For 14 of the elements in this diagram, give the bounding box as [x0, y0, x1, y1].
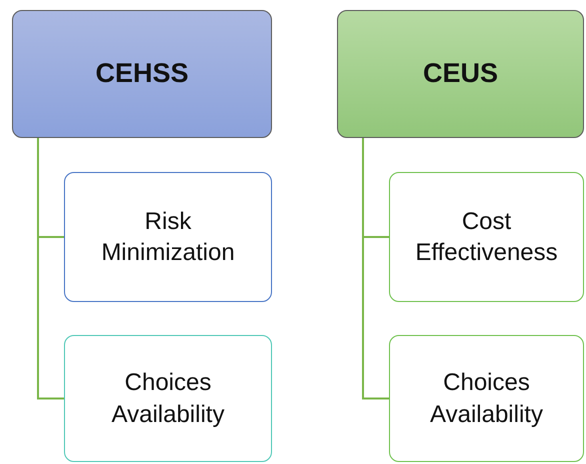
item-box: [64, 172, 272, 302]
header-label: CEHSS: [95, 57, 189, 90]
item-label: Cost Effectiveness: [414, 206, 559, 268]
connector-line: [362, 138, 389, 400]
item-label: Risk Minimization: [100, 206, 236, 268]
header-box: [12, 10, 272, 138]
header-box: [337, 10, 584, 138]
connector-line: [37, 138, 64, 400]
item-box: [389, 172, 584, 302]
item-box: [389, 335, 584, 462]
item-label: Choices Availability: [429, 368, 544, 430]
header-label: CEUS: [422, 57, 498, 90]
item-label: Choices Availability: [110, 368, 226, 430]
item-box: [64, 335, 272, 462]
